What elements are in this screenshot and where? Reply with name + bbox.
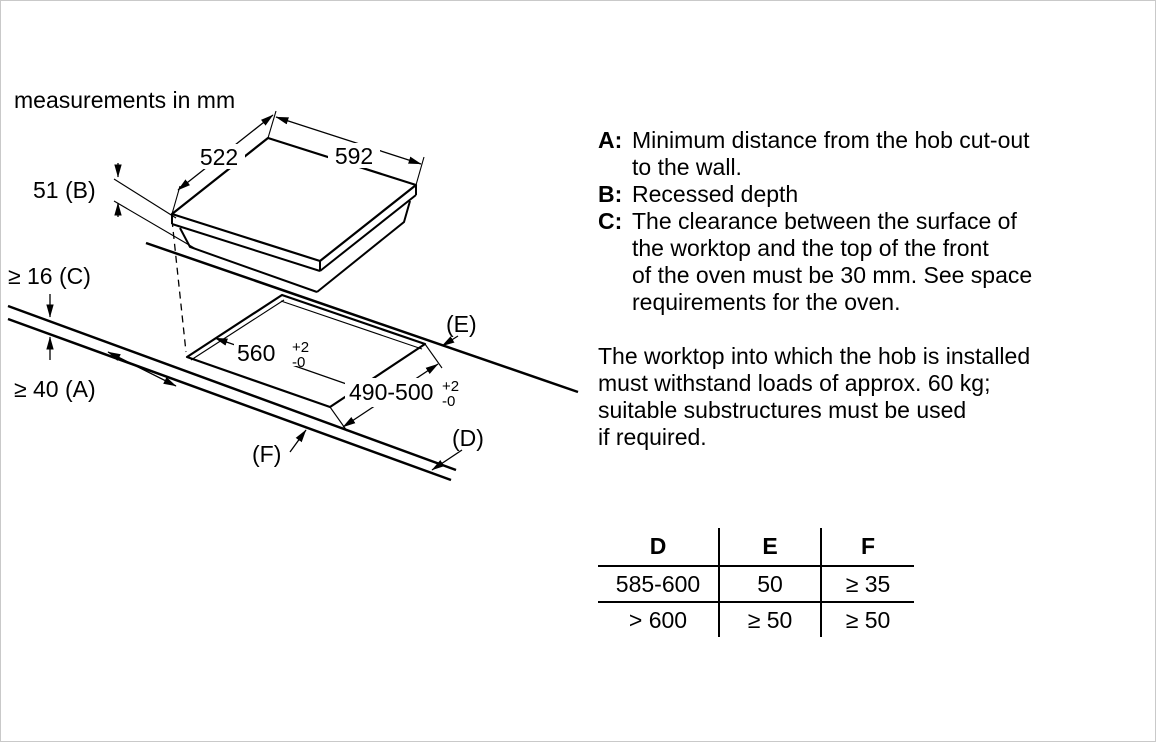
hob-installation-diagram: 522 592 51 (B) ≥ 16 (C) ≥ 40 (A) bbox=[7, 110, 579, 482]
worktop-load-paragraph: The worktop into which the hob is instal… bbox=[598, 343, 1031, 450]
dimension-490-500: 490-500 +2 -0 bbox=[329, 343, 468, 432]
legend-key-C: C: bbox=[598, 208, 623, 234]
dim-592-label: 592 bbox=[335, 143, 373, 169]
dim-490-tol-minus: -0 bbox=[442, 393, 455, 410]
dim-51B-label: 51 (B) bbox=[33, 177, 96, 203]
dim-560-tol-plus: +2 bbox=[292, 339, 309, 356]
dimension-522: 522 bbox=[171, 110, 277, 215]
dim-16C-label: ≥ 16 (C) bbox=[8, 263, 91, 289]
dimension-51B: 51 (B) bbox=[33, 163, 197, 250]
table-cell: > 600 bbox=[598, 602, 720, 637]
dim-490-label: 490-500 bbox=[349, 379, 433, 405]
legend-item-C: C: The clearance between the surface of … bbox=[598, 208, 1123, 316]
dimension-40A: ≥ 40 (A) bbox=[14, 351, 177, 402]
table-cell: ≥ 50 bbox=[845, 606, 891, 633]
dim-522-label: 522 bbox=[200, 144, 238, 170]
measurements-note: measurements in mm bbox=[14, 87, 236, 113]
table-cell: 50 bbox=[719, 566, 822, 603]
table-header-F: F bbox=[821, 528, 914, 567]
table-row: 585-600 50 ≥ 35 bbox=[598, 566, 914, 603]
dimension-table: D E F 585-600 50 ≥ 35 > 600 ≥ 50 ≥ 50 bbox=[598, 528, 914, 637]
legend-item-B: B: Recessed depth bbox=[598, 181, 1123, 208]
table-cell: ≥ 50 bbox=[719, 602, 822, 637]
label-F: (F) bbox=[252, 441, 281, 467]
table-header-E: E bbox=[719, 528, 822, 567]
dimension-560: 560 +2 -0 bbox=[214, 337, 359, 389]
legend-key-A: A: bbox=[598, 127, 623, 153]
reference-labels: (E) (D) (F) bbox=[252, 311, 484, 471]
projection-dashed-line bbox=[171, 219, 187, 353]
dimension-592: 592 bbox=[275, 116, 425, 186]
dim-40A-label: ≥ 40 (A) bbox=[14, 376, 96, 402]
table-row: > 600 ≥ 50 ≥ 50 bbox=[598, 602, 914, 637]
legend-text-C: The clearance between the surface of the… bbox=[632, 208, 1033, 315]
label-D: (D) bbox=[452, 425, 484, 451]
table-cell: 585-600 bbox=[598, 566, 720, 603]
table-cell: ≥ 35 bbox=[821, 566, 914, 603]
legend-text-B: Recessed depth bbox=[632, 181, 799, 207]
dim-560-tol-minus: -0 bbox=[292, 354, 305, 371]
dim-490-tol-plus: +2 bbox=[442, 378, 459, 395]
dim-560-label: 560 bbox=[237, 340, 275, 366]
legend-item-A: A: Minimum distance from the hob cut-out… bbox=[598, 127, 1123, 181]
dimension-16C: ≥ 16 (C) bbox=[8, 263, 91, 360]
table-header-D: D bbox=[598, 528, 720, 567]
label-E: (E) bbox=[446, 311, 477, 337]
legend-key-B: B: bbox=[598, 181, 623, 207]
table-header-row: D E F bbox=[598, 528, 914, 567]
legend-text-A: Minimum distance from the hob cut-out to… bbox=[632, 127, 1030, 180]
legend: A: Minimum distance from the hob cut-out… bbox=[598, 127, 1123, 451]
